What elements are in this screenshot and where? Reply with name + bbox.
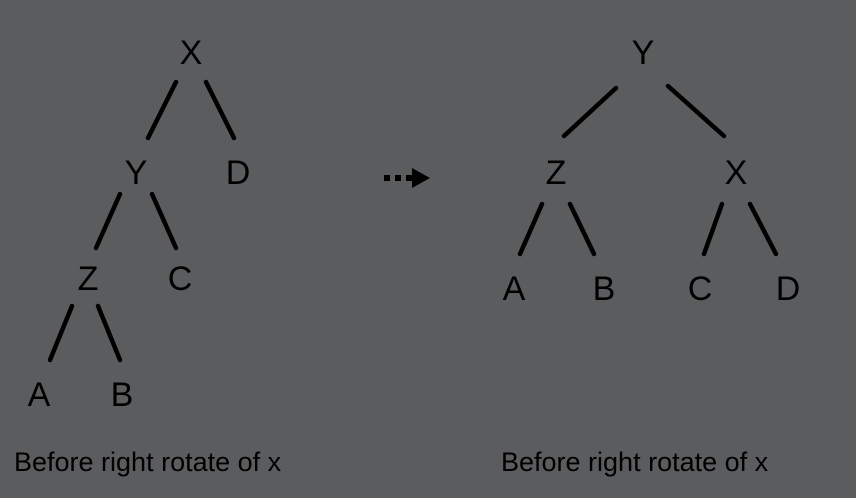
left-node-y: Y xyxy=(124,154,148,192)
right-caption: Before right rotate of x xyxy=(501,447,769,477)
right-node-x: X xyxy=(724,154,748,192)
right-node-d: D xyxy=(775,270,801,308)
right-edge-y-z xyxy=(561,85,619,139)
left-edge-x-y xyxy=(145,79,179,141)
left-edge-z-b xyxy=(95,303,123,363)
left-node-x: X xyxy=(179,34,203,72)
right-node-y: Y xyxy=(631,34,655,72)
left-node-b: B xyxy=(110,376,134,414)
right-edge-x-d xyxy=(747,201,779,257)
right-edge-x-c xyxy=(701,201,725,257)
right-node-c: C xyxy=(687,270,713,308)
right-node-a: A xyxy=(502,270,526,308)
right-node-z: Z xyxy=(545,154,567,192)
left-edge-y-z xyxy=(93,191,123,251)
right-edge-y-x xyxy=(665,83,727,139)
left-node-z: Z xyxy=(77,260,99,298)
left-node-c: C xyxy=(167,260,193,298)
right-node-b: B xyxy=(592,270,616,308)
left-edge-x-d xyxy=(203,79,237,141)
right-edge-z-a xyxy=(517,201,545,257)
left-node-d: D xyxy=(225,154,251,192)
left-caption: Before right rotate of x xyxy=(14,447,282,477)
dotted-right-arrow-icon xyxy=(384,168,430,188)
left-node-a: A xyxy=(27,376,51,414)
left-edge-y-c xyxy=(149,191,179,251)
left-edge-z-a xyxy=(47,303,75,363)
right-edge-z-b xyxy=(567,201,597,257)
